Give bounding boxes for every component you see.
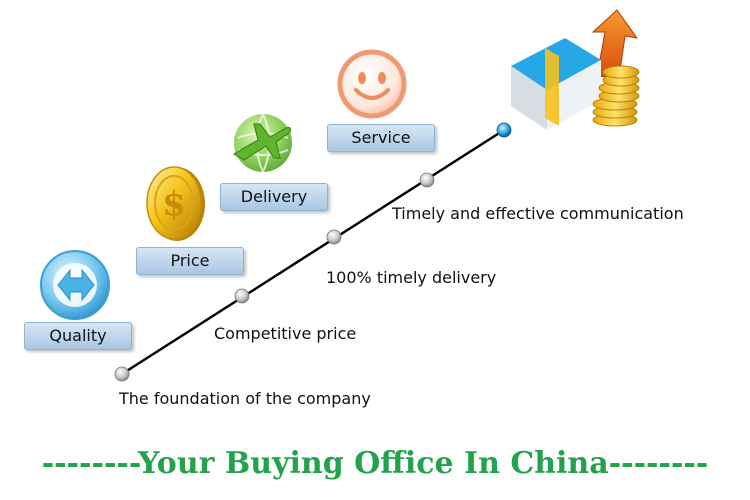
category-delivery: Delivery (220, 183, 328, 211)
node-competitive (234, 288, 250, 304)
footer-slogan: --------Your Buying Office In China-----… (41, 446, 709, 481)
milestone-competitive-price: Competitive price (214, 324, 357, 343)
house-coins-growth-icon (511, 9, 640, 130)
node-communication (419, 172, 435, 188)
gold-dollar-coin-icon: $ (146, 166, 205, 241)
smiley-face-icon (337, 49, 407, 119)
milestone-communication: Timely and effective communication (392, 204, 684, 223)
category-service: Service (327, 124, 435, 152)
milestone-timely-delivery: 100% timely delivery (326, 268, 497, 287)
node-timely (326, 229, 342, 245)
green-airplane-globe-icon (232, 113, 292, 173)
svg-text:$: $ (162, 184, 186, 224)
milestone-foundation: The foundation of the company (119, 389, 371, 408)
blue-circle-arrows-icon (40, 250, 110, 320)
category-price: Price (136, 247, 244, 275)
node-end (496, 122, 512, 138)
timeline-line (121, 128, 505, 376)
category-quality: Quality (24, 322, 132, 350)
node-foundation (114, 366, 130, 382)
coin-stack (592, 65, 640, 127)
